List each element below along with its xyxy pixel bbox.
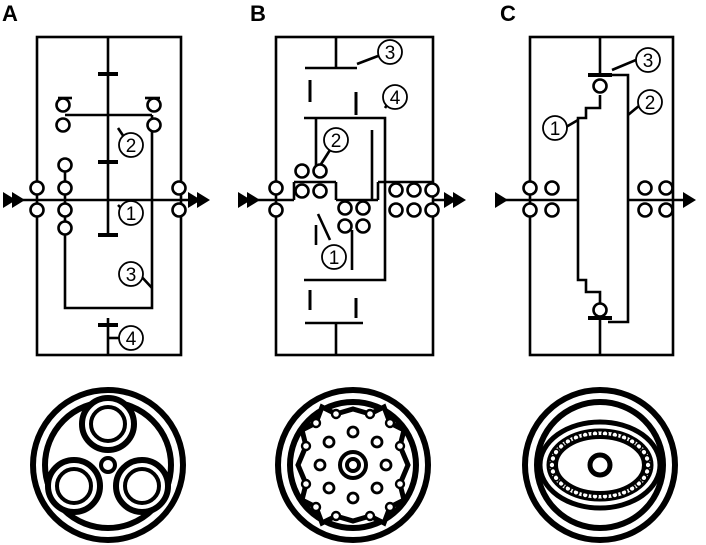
callout: 2 [637,89,663,115]
panel-a-cross-section [30,387,186,543]
panel-c-schematic [500,35,690,357]
panel-c-cross-section [522,387,678,543]
callout: 1 [321,244,347,270]
panel-a-schematic [8,35,205,357]
panel-c-housing [528,35,675,357]
callout: 1 [542,115,568,141]
callout: 2 [323,127,349,153]
callout: 4 [382,84,408,110]
callout-number: 2 [126,136,137,157]
panel-c-bearings [522,78,674,318]
callout: 4 [118,325,144,351]
panel-a-letter: A [2,1,18,26]
callout: 3 [377,39,403,65]
panel-b-schematic [242,35,455,357]
callout-number: 1 [329,248,340,269]
panel-a: A [2,1,210,543]
callout-number: 4 [126,329,137,350]
panel-c: C [495,1,696,543]
callout: 2 [118,132,144,158]
callout-number: 4 [390,88,401,109]
callout-number: 3 [126,265,137,286]
callout-number: 1 [126,204,137,225]
callout-number: 3 [385,43,396,64]
panel-c-letter: C [500,1,516,26]
callout-number: 2 [645,93,656,114]
callout-number: 1 [550,119,561,140]
panel-b: B [238,1,466,543]
panel-b-cross-section [275,387,431,543]
callout: 1 [118,200,144,226]
callout-number: 2 [331,131,342,152]
panel-b-letter: B [250,1,266,26]
callout-number: 3 [643,51,654,72]
callout: 3 [635,47,661,73]
callout: 3 [118,261,144,287]
